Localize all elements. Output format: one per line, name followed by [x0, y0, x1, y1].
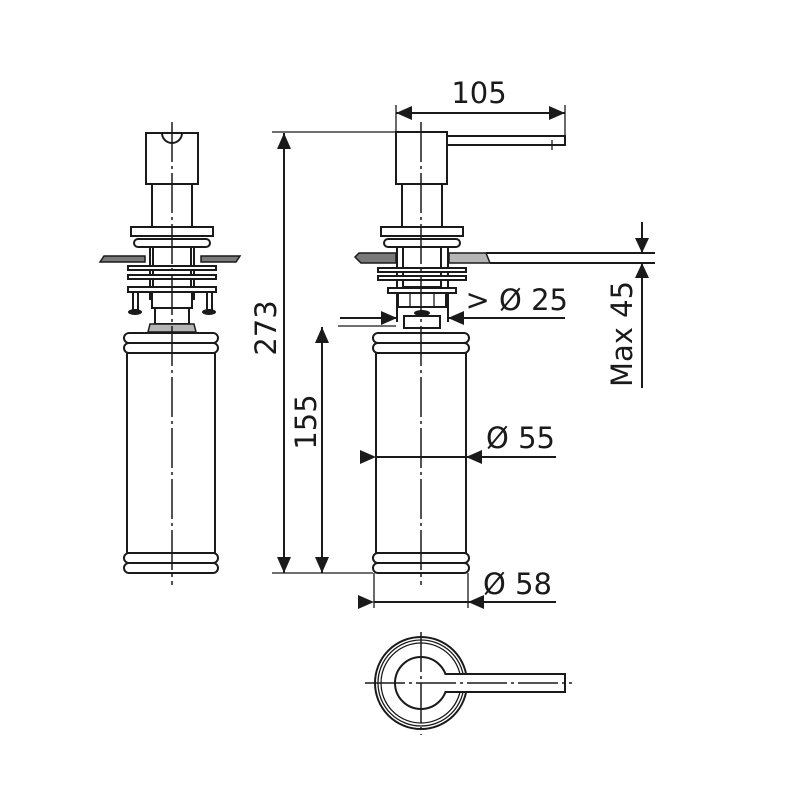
top-view	[365, 632, 572, 735]
dimension-bottle-diameter: Ø 55	[360, 421, 556, 464]
total-height-label: 273	[249, 300, 283, 355]
dimension-max-thickness: Max 45	[605, 222, 649, 388]
dimension-hole-diameter: > Ø 25	[340, 283, 568, 325]
bottle-height-label: 155	[289, 394, 323, 449]
dimension-spout-reach: 105	[395, 76, 566, 145]
hole-diameter-label: > Ø 25	[466, 283, 568, 317]
bottle-diameter-label: Ø 55	[486, 421, 555, 455]
max-thickness-label: Max 45	[605, 281, 639, 387]
dimension-base-diameter: Ø 58	[358, 567, 556, 609]
dimension-bottle-height: 155	[289, 325, 396, 573]
front-view-dimensioned	[353, 122, 655, 585]
spout-reach-label: 105	[451, 76, 506, 110]
dimension-total-height: 273	[249, 131, 396, 574]
base-diameter-label: Ø 58	[483, 567, 552, 601]
side-view-left	[98, 122, 242, 585]
